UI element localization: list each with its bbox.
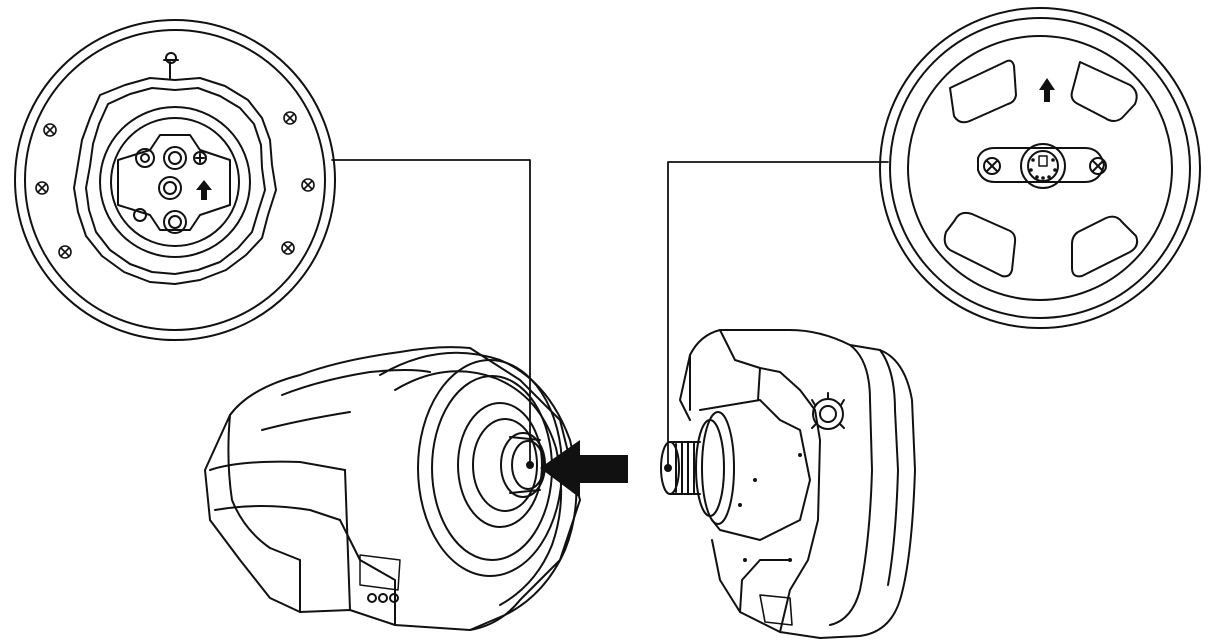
wheel-hub-connector-closeup: [880, 8, 1200, 328]
leader-line-base: [332, 160, 530, 465]
leader-line-wheel: [668, 162, 888, 468]
screw-icon: [36, 112, 314, 258]
arrow-left-icon: [540, 440, 628, 498]
steering-wheel-rim-illustration: [661, 330, 915, 638]
arrow-up-icon: [196, 180, 212, 200]
base-quick-release-closeup: [15, 20, 335, 340]
arrow-up-icon: [1039, 78, 1055, 102]
wheel-base-illustration: [205, 347, 580, 630]
